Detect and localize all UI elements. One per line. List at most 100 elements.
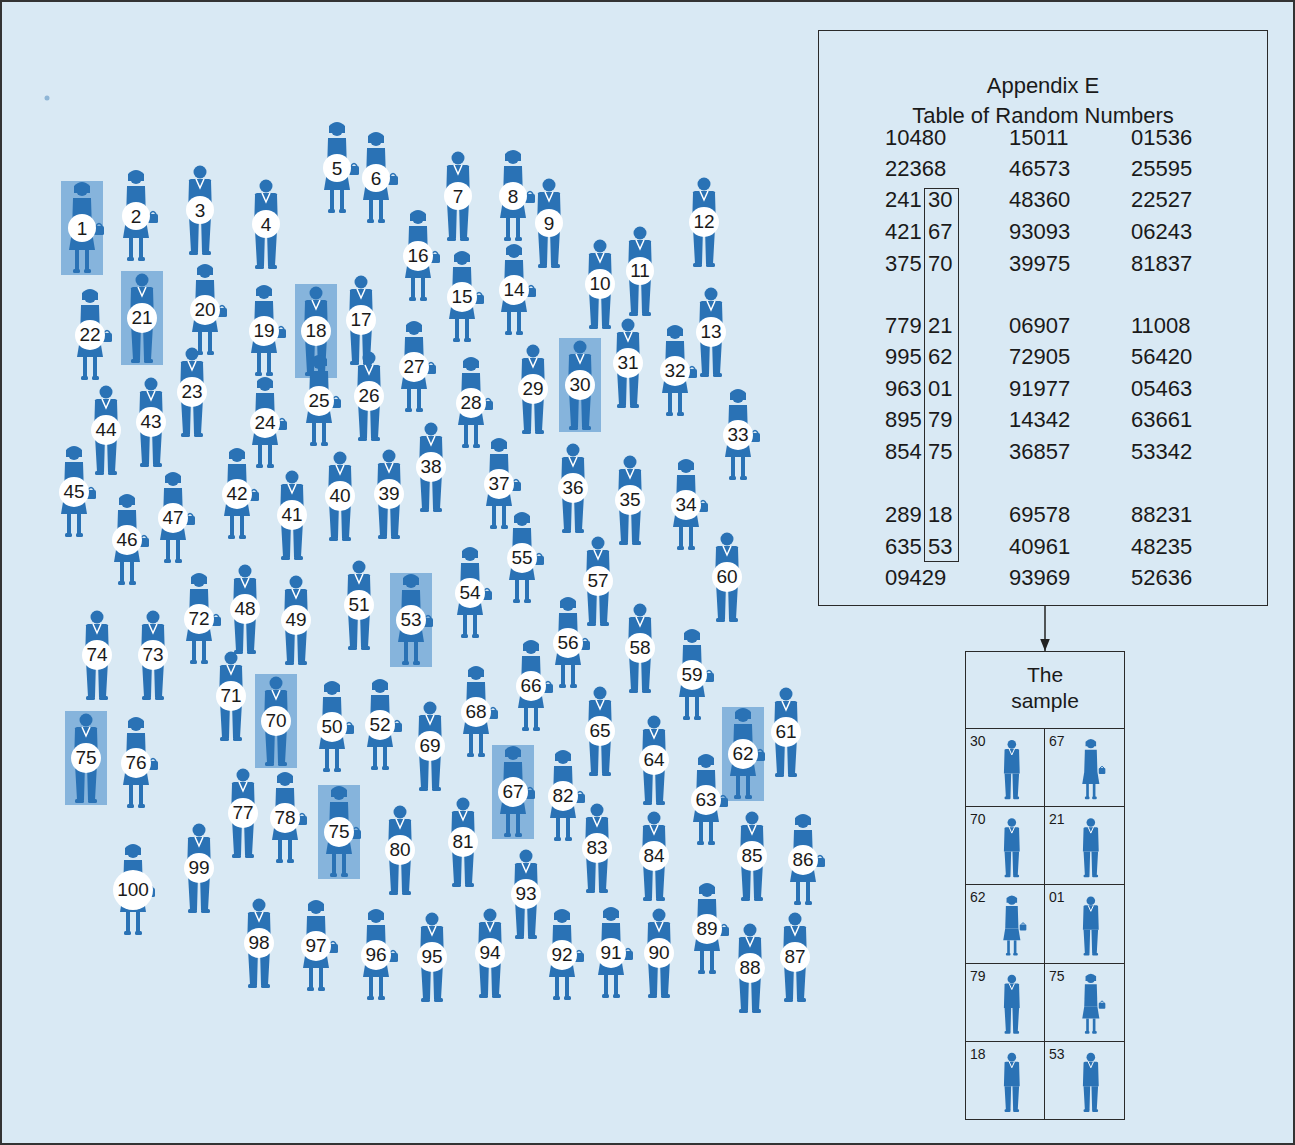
number-circle: 13 xyxy=(696,317,726,347)
random-number: 48235 xyxy=(1131,534,1192,560)
number-circle: 6 xyxy=(362,164,390,192)
person-figure xyxy=(588,240,612,330)
person-figure xyxy=(740,812,764,902)
random-number: 241 xyxy=(885,187,922,213)
random-number: 25595 xyxy=(1131,156,1192,182)
selected-digits: 01 xyxy=(928,376,952,402)
sample-figures xyxy=(1003,739,1105,1112)
sample-person-figure xyxy=(1003,895,1026,955)
person-number: 27 xyxy=(403,357,424,376)
sample-cell: 53 xyxy=(1045,1041,1124,1119)
number-circle: 34 xyxy=(671,490,701,520)
person-number: 46 xyxy=(116,530,137,549)
number-circle: 98 xyxy=(244,928,274,958)
person-number: 6 xyxy=(371,169,382,188)
number-circle: 14 xyxy=(499,275,529,305)
person-number: 4 xyxy=(261,215,272,234)
sample-box: 30677021620179751853The sample xyxy=(965,651,1125,1120)
person-figure xyxy=(251,285,286,376)
number-circle: 54 xyxy=(455,578,485,608)
person-number: 47 xyxy=(162,508,183,527)
person-number: 55 xyxy=(511,548,532,567)
person-number: 8 xyxy=(508,187,519,206)
person-number: 86 xyxy=(792,850,813,869)
number-circle: 49 xyxy=(281,605,311,635)
person-number: 98 xyxy=(248,933,269,952)
number-circle: 19 xyxy=(249,316,279,346)
person-number: 19 xyxy=(253,321,274,340)
person-figure xyxy=(518,640,553,731)
person-number: 35 xyxy=(619,490,640,509)
person-figure xyxy=(401,321,436,412)
selection-highlight xyxy=(255,674,297,768)
number-circle: 92 xyxy=(547,940,577,970)
person-number: 58 xyxy=(629,638,650,657)
number-circle: 82 xyxy=(548,781,578,811)
person-number: 34 xyxy=(675,495,696,514)
random-number: 10480 xyxy=(885,125,946,151)
person-number: 16 xyxy=(407,246,428,265)
person-number: 15 xyxy=(451,287,472,306)
number-circle: 90 xyxy=(644,938,674,968)
random-number: 88231 xyxy=(1131,502,1192,528)
random-number: 375 xyxy=(885,251,922,277)
random-number: 81837 xyxy=(1131,251,1192,277)
selection-highlight xyxy=(492,745,534,839)
number-circle: 3 xyxy=(186,196,214,224)
person-figure xyxy=(247,899,271,989)
random-number: 895 xyxy=(885,407,922,433)
random-number: 22368 xyxy=(885,156,946,182)
sample-number: 18 xyxy=(970,1046,986,1062)
person-number: 18 xyxy=(305,321,326,340)
number-circle: 16 xyxy=(403,241,433,271)
person-number: 78 xyxy=(274,808,295,827)
person-number: 99 xyxy=(188,858,209,877)
person-figure xyxy=(550,750,585,841)
person-number: 2 xyxy=(131,207,142,226)
person-figure xyxy=(272,772,307,863)
number-circle: 99 xyxy=(184,853,214,883)
person-figure xyxy=(774,688,798,778)
number-circle: 44 xyxy=(91,415,121,445)
selected-digits: 53 xyxy=(928,534,952,560)
person-number: 23 xyxy=(181,382,202,401)
number-circle: 96 xyxy=(361,940,391,970)
sample-person-figure xyxy=(1004,1053,1020,1112)
person-figure xyxy=(790,814,825,905)
person-figure xyxy=(500,150,535,241)
random-number: 09429 xyxy=(885,565,946,591)
person-figure xyxy=(694,883,729,974)
person-figure xyxy=(514,850,538,940)
person-number: 75 xyxy=(328,822,349,841)
number-circle: 87 xyxy=(780,942,810,972)
selected-digits: 70 xyxy=(928,251,952,277)
number-circle: 58 xyxy=(625,633,655,663)
person-number: 10 xyxy=(589,274,610,293)
number-circle: 39 xyxy=(374,479,404,509)
person-number: 59 xyxy=(681,665,702,684)
random-number: 56420 xyxy=(1131,344,1192,370)
person-figure xyxy=(500,746,535,837)
person-number: 44 xyxy=(95,420,116,439)
person-number: 60 xyxy=(716,567,737,586)
random-number: 69578 xyxy=(1009,502,1070,528)
flow-arrow xyxy=(1044,606,1046,651)
person-figure xyxy=(457,547,492,638)
random-number: 40961 xyxy=(1009,534,1070,560)
person-number: 73 xyxy=(142,645,163,664)
sample-number: 67 xyxy=(1049,733,1065,749)
sample-cell: 67 xyxy=(1045,728,1124,806)
person-figure xyxy=(418,702,442,792)
selection-highlight xyxy=(722,707,764,801)
person-number: 32 xyxy=(664,361,685,380)
number-circle: 91 xyxy=(596,938,626,968)
person-number: 74 xyxy=(86,645,107,664)
number-circle: 50 xyxy=(317,712,347,742)
sample-cell: 79 xyxy=(966,963,1045,1041)
sample-person-figure xyxy=(1083,1053,1099,1112)
random-number: 01536 xyxy=(1131,125,1192,151)
number-circle: 21 xyxy=(127,303,157,333)
